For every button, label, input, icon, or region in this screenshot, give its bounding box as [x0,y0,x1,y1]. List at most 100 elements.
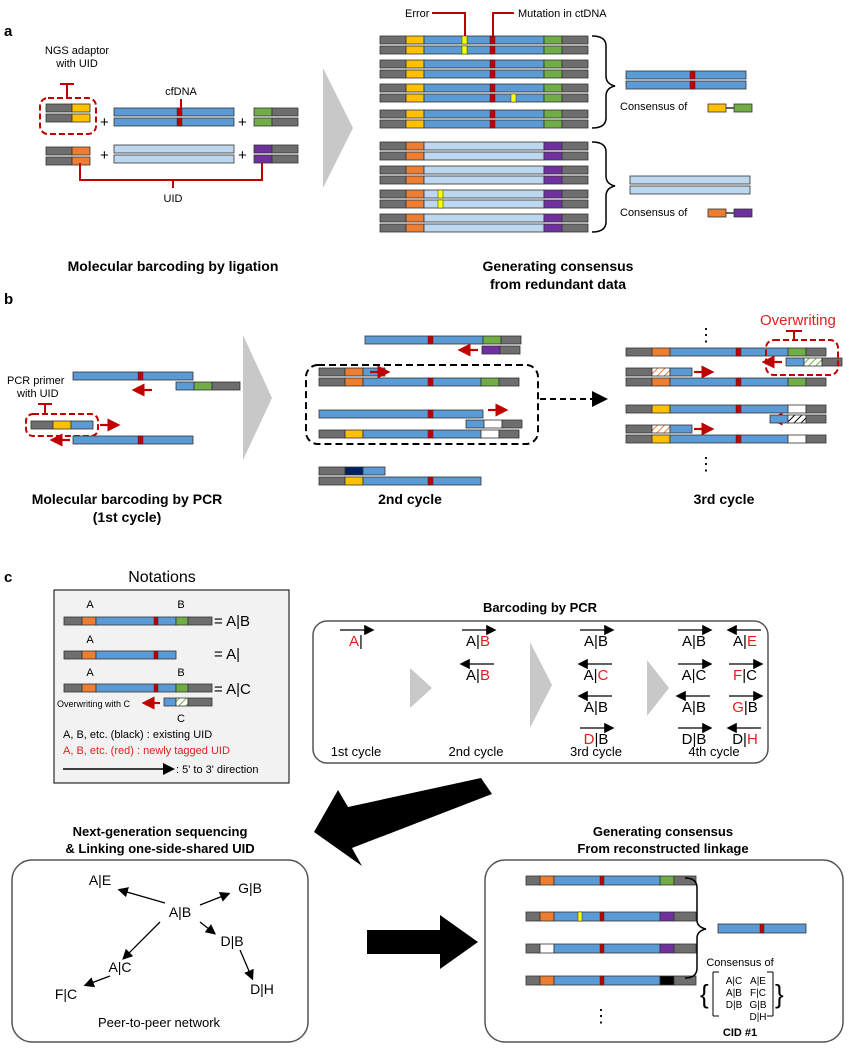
mutation-mark [759,923,765,934]
linkage-read [525,875,541,886]
read-mutant [543,109,563,119]
pcr-cycle-1 [30,371,241,447]
strand [344,367,364,377]
read-mutant [405,83,425,93]
strand [318,409,484,419]
overwriting-label: Overwriting [760,312,836,329]
read-mutant [561,59,589,69]
consensus-wildtype [629,175,751,185]
read-wildtype [423,165,545,175]
mutation-mark [176,117,183,127]
consensus-wildtype [629,185,751,195]
adaptor-right [253,144,273,154]
linkage-read [553,943,661,954]
read-wildtype [379,175,407,185]
strand [625,347,653,357]
big-arrow-right [367,915,478,969]
strand [669,404,789,414]
strand [482,335,502,345]
strand [465,419,485,429]
read-wildtype [543,165,563,175]
mutation-mark [137,435,144,445]
matrix-c1-r1: A|C [726,976,743,987]
read-wildtype [561,151,589,161]
consensus-box [484,859,844,1043]
matrix-bracket-right [767,971,774,1017]
network-edge [239,949,254,981]
mutation-mark [735,434,742,444]
read-mutant [405,35,425,45]
barcoding-title: Barcoding by PCR [483,600,598,615]
mutation-mark [427,476,434,486]
mutation-label: Mutation in ctDNA [518,8,607,20]
consensus-of-bottom: Consensus of [620,207,688,219]
ngs-adaptor-label-2: with UID [55,58,98,70]
notation-b1: B [177,599,184,611]
consensus-mutant [625,80,747,90]
notation-strand [175,683,189,693]
read-mutant [379,109,407,119]
read-wildtype [423,213,545,223]
network-edge [83,975,111,988]
read-wildtype [379,213,407,223]
strand [318,367,346,377]
linkage-read [659,911,675,922]
uid-icon [733,103,753,113]
notation-a3: A [86,667,94,679]
read-mutant [405,45,425,55]
read-mutant [543,69,563,79]
legend-arrow: : 5' to 3' direction [176,764,258,776]
linkage-read [539,875,555,886]
read-wildtype [405,189,425,199]
strand [787,404,807,414]
uid-pair: A|B [584,699,608,716]
legend-red: A, B, etc. (red) : newly tagged UID [63,745,230,757]
uid-pair: D|H [732,731,758,748]
uid-icon [733,208,753,218]
cycle-arrow-1 [410,668,432,708]
primer-right [193,381,213,391]
mutation-mark [489,45,496,55]
mutation-mark [427,409,434,419]
caption-cycle1-2: (1st cycle) [93,509,161,525]
linkage-read [659,875,675,886]
linkage-read [539,911,555,922]
read-wildtype [561,199,589,209]
adaptor-left [71,146,91,156]
dots-top: ⋮ [697,325,715,345]
mutation-mark [137,371,144,381]
read-mutant [379,119,407,129]
consensus-title-2: From reconstructed linkage [577,841,748,856]
linkage-read [525,975,541,986]
read-mutant [543,83,563,93]
read-mutant [423,119,545,129]
linkage-brace [684,877,707,979]
mutation-mark [489,69,496,79]
strand [669,434,789,444]
ligation-pieces [45,103,299,166]
notation-strand [63,616,83,626]
read-wildtype [379,165,407,175]
adaptor-left [45,146,73,156]
strand [500,335,522,345]
cycle-arrow-3 [647,660,669,716]
read-mutant [543,119,563,129]
notation-strand [81,616,97,626]
read-mutant [543,35,563,45]
adaptor-right [253,154,273,164]
notations-title: Notations [128,569,196,586]
strand [651,347,671,357]
adaptor-left [45,103,73,113]
linkage-read [659,943,675,954]
brace-top [591,35,616,129]
strand [803,357,823,367]
uid-pair: A| [349,633,363,650]
notation-eq1: = A|B [214,613,250,630]
cfdna-strand [113,117,235,127]
strand [344,377,364,387]
adaptor-right [253,107,273,117]
uid-pair: A|E [733,633,757,650]
uid-pair: D|B [584,731,609,748]
ngs-title-2: & Linking one-side-shared UID [65,841,254,856]
